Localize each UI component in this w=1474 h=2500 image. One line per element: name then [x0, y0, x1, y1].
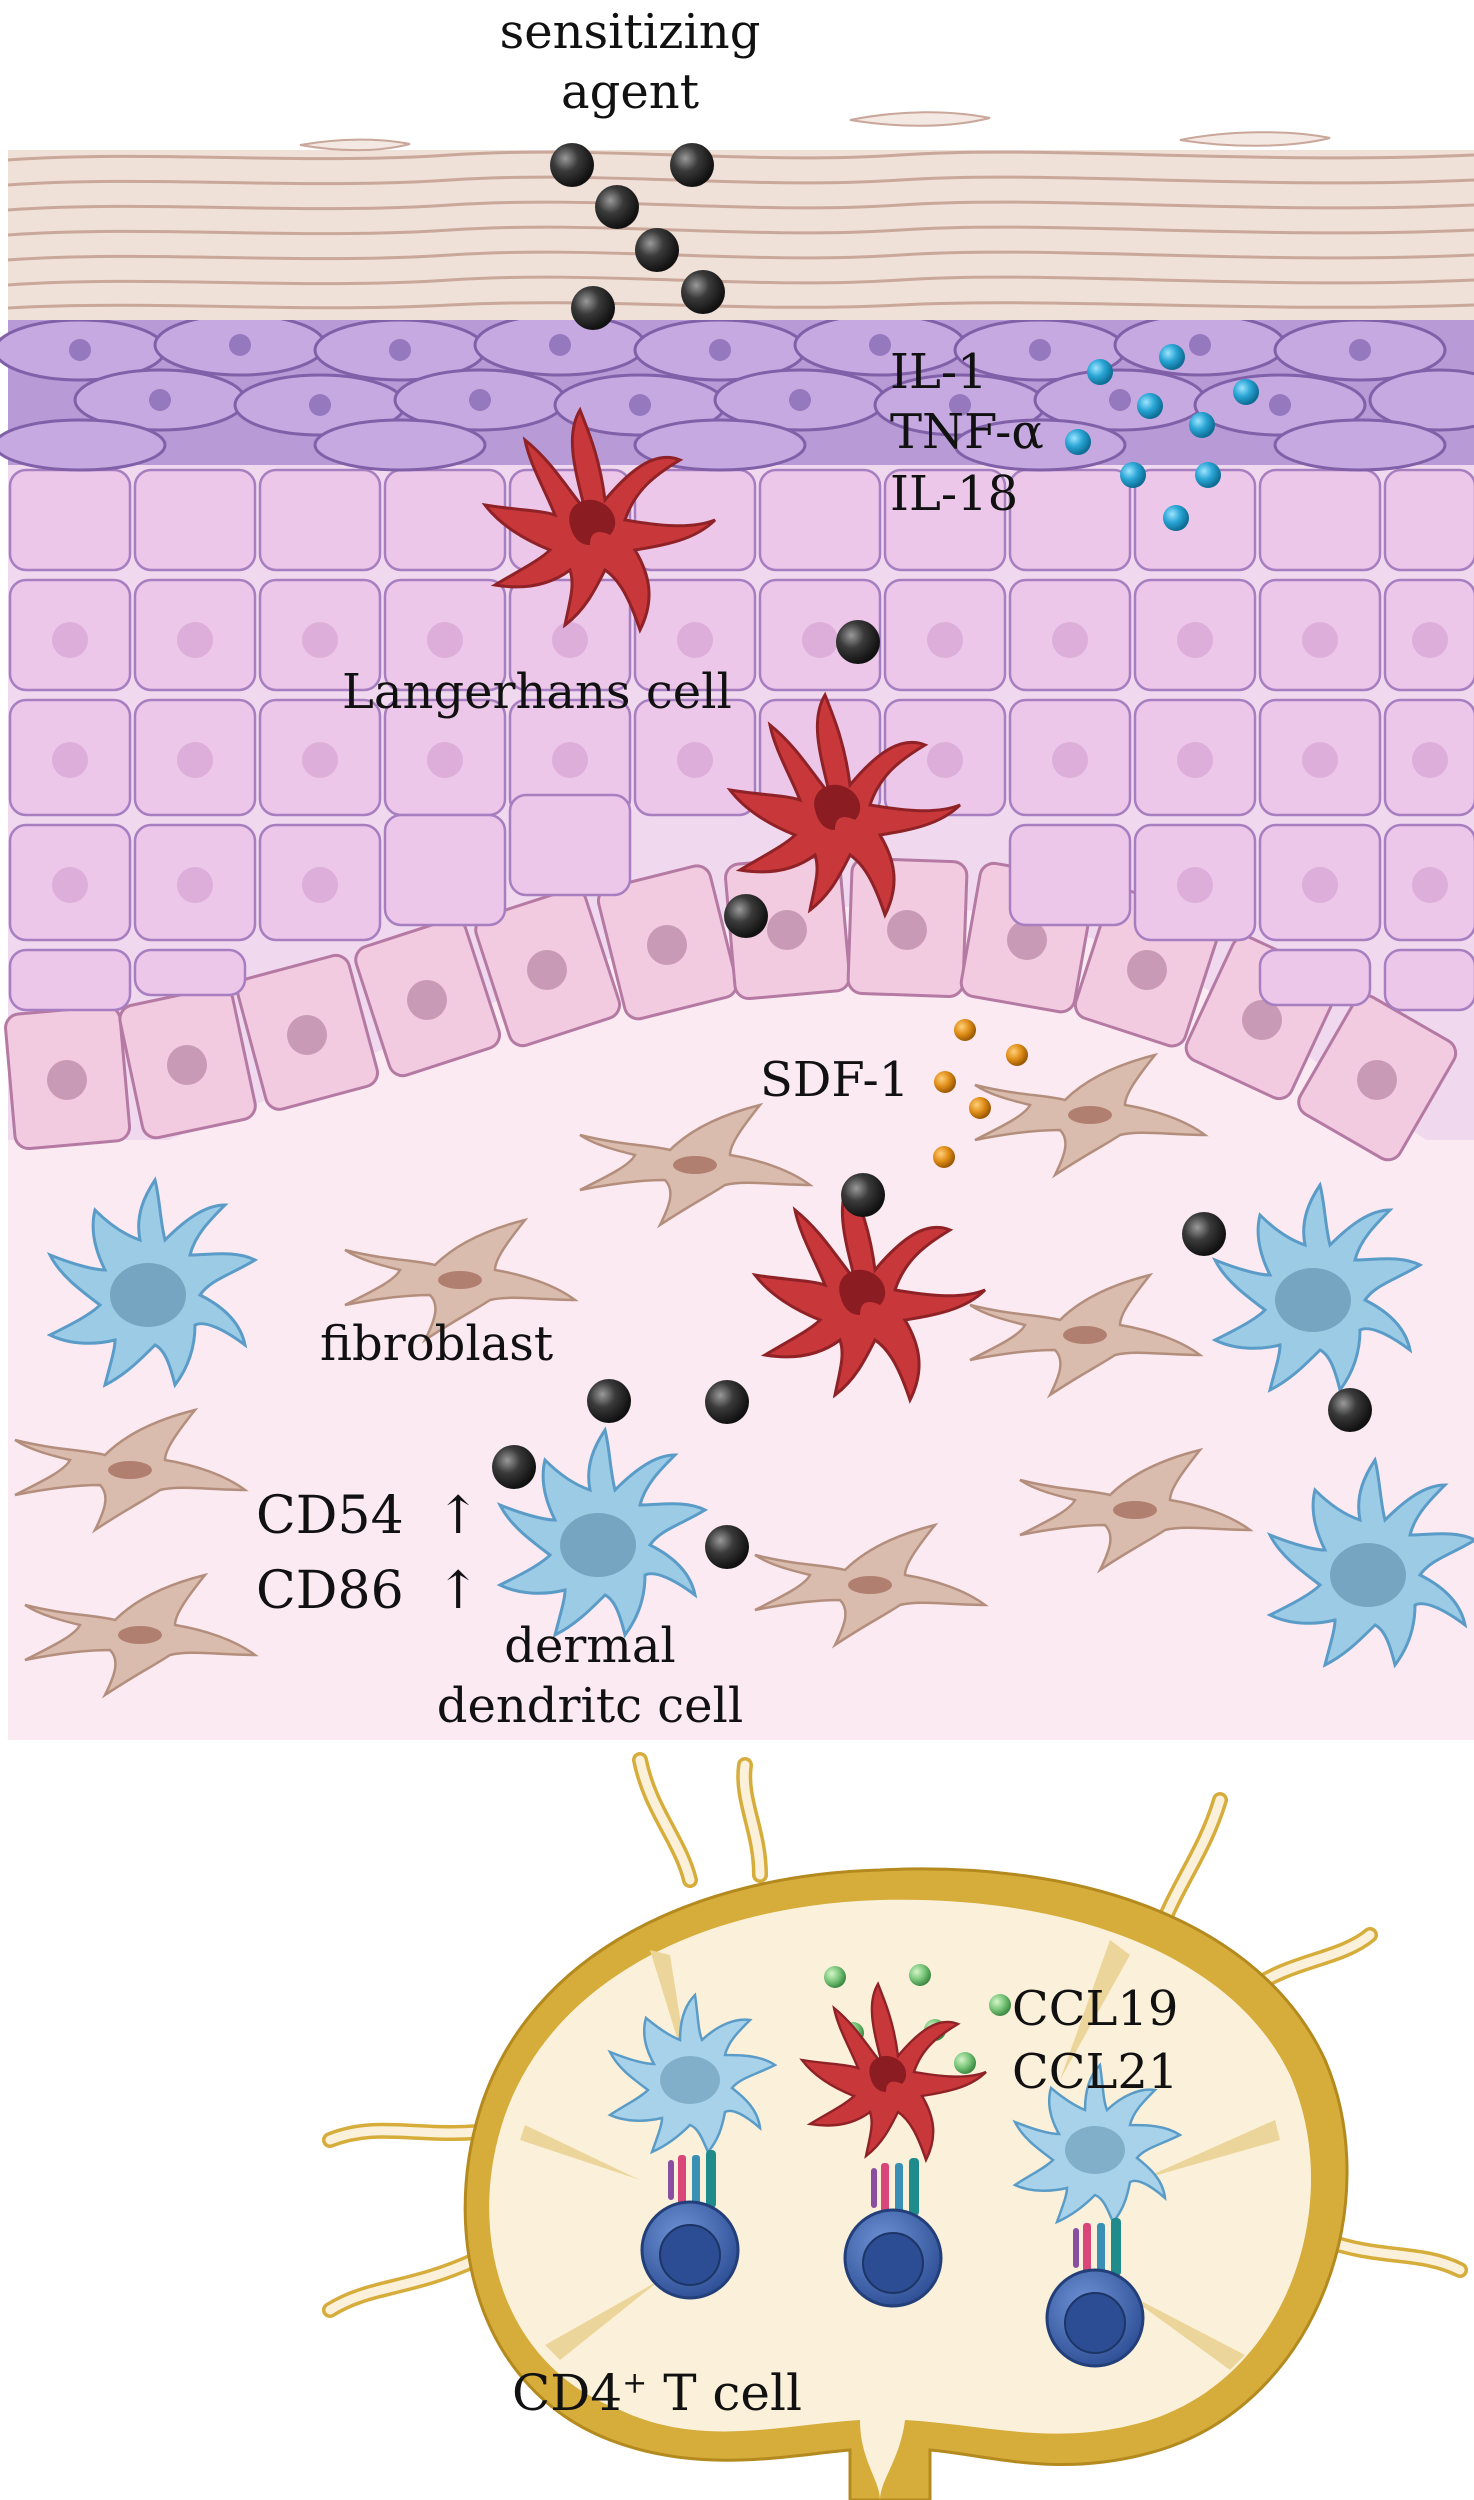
label-il18: IL-18	[890, 466, 1019, 522]
cytokine-particles	[1065, 344, 1259, 531]
label-cd54: CD54 ↑	[256, 1490, 480, 1542]
cd54-text: CD54	[256, 1486, 404, 1546]
basal-nuclei	[47, 910, 1397, 1100]
label-tnf: TNF-α	[890, 404, 1044, 460]
sensitizer-on-lc-2b	[724, 894, 768, 938]
label-langerhans-cell: Langerhans cell	[342, 664, 732, 720]
label-ccl19: CCL19	[1012, 1981, 1179, 2037]
up-arrow-icon: ↑	[436, 1561, 480, 1621]
label-cd4-t-cell: CD4+ T cell	[512, 2368, 802, 2418]
label-dendritic-cell: dendritc cell	[436, 1678, 744, 1734]
granular-nuclei	[69, 334, 1371, 416]
label-cd86: CD86 ↑	[256, 1565, 480, 1617]
cd4-text: CD4	[512, 2364, 623, 2422]
label-dermal: dermal	[504, 1618, 676, 1674]
label-sdf1: SDF-1	[760, 1052, 910, 1108]
label-agent: agent	[561, 64, 699, 120]
trabeculae	[520, 1940, 1280, 2370]
lymph-node	[322, 1752, 1468, 2500]
label-sensitizing: sensitizing	[499, 4, 761, 60]
cd86-text: CD86	[256, 1561, 404, 1621]
sdf1-particles	[933, 1019, 1028, 1168]
skin-section	[0, 111, 1474, 1740]
up-arrow-icon: ↑	[436, 1486, 480, 1546]
sensitizer-on-lc-2a	[836, 620, 880, 664]
corneum-layers	[7, 150, 1474, 310]
cd4-superscript: +	[622, 2365, 648, 2401]
corneum-flakes	[299, 111, 1331, 152]
label-fibroblast: fibroblast	[320, 1316, 554, 1372]
stratum-corneum	[8, 150, 1474, 320]
lymphatic-vessels-inner	[325, 1755, 1465, 2315]
label-ccl21: CCL21	[1012, 2044, 1179, 2100]
label-il1: IL-1	[890, 344, 988, 400]
spinous-nuclei	[52, 622, 1448, 903]
t-cell-text: T cell	[647, 2364, 803, 2422]
dermis-sensitizers	[492, 1173, 1372, 1569]
sensitizer-particles	[550, 143, 725, 330]
